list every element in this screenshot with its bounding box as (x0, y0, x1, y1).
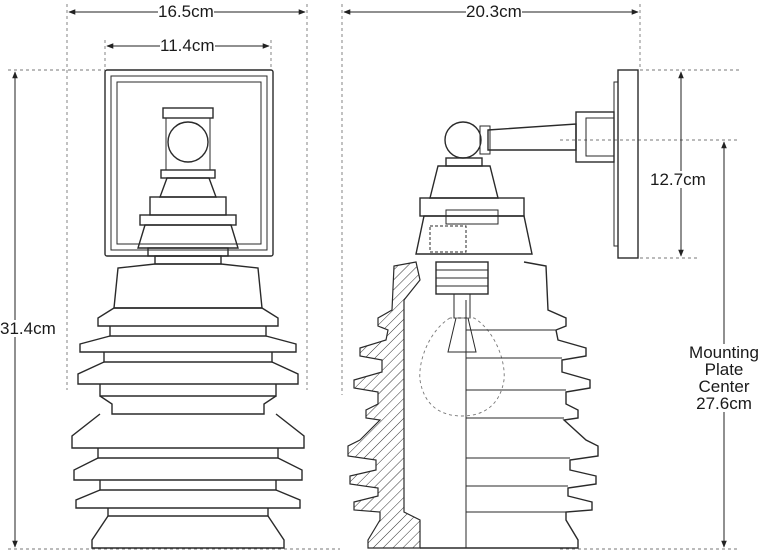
mounting-line-3: Center (698, 377, 750, 396)
front-width-label: 16.5cm (158, 2, 214, 21)
front-view (8, 4, 340, 550)
side-view (341, 4, 740, 550)
mounting-line-1: Mounting (689, 343, 759, 362)
side-depth-label: 20.3cm (466, 2, 522, 21)
backplate-height-label: 12.7cm (650, 170, 706, 189)
mounting-line-4: 27.6cm (696, 394, 752, 413)
mounting-center-label: Mounting Plate Center 27.6cm (682, 344, 765, 412)
mounting-line-2: Plate (704, 360, 744, 379)
backplate-width-label: 11.4cm (160, 36, 215, 55)
height-label: 31.4cm (0, 319, 56, 338)
